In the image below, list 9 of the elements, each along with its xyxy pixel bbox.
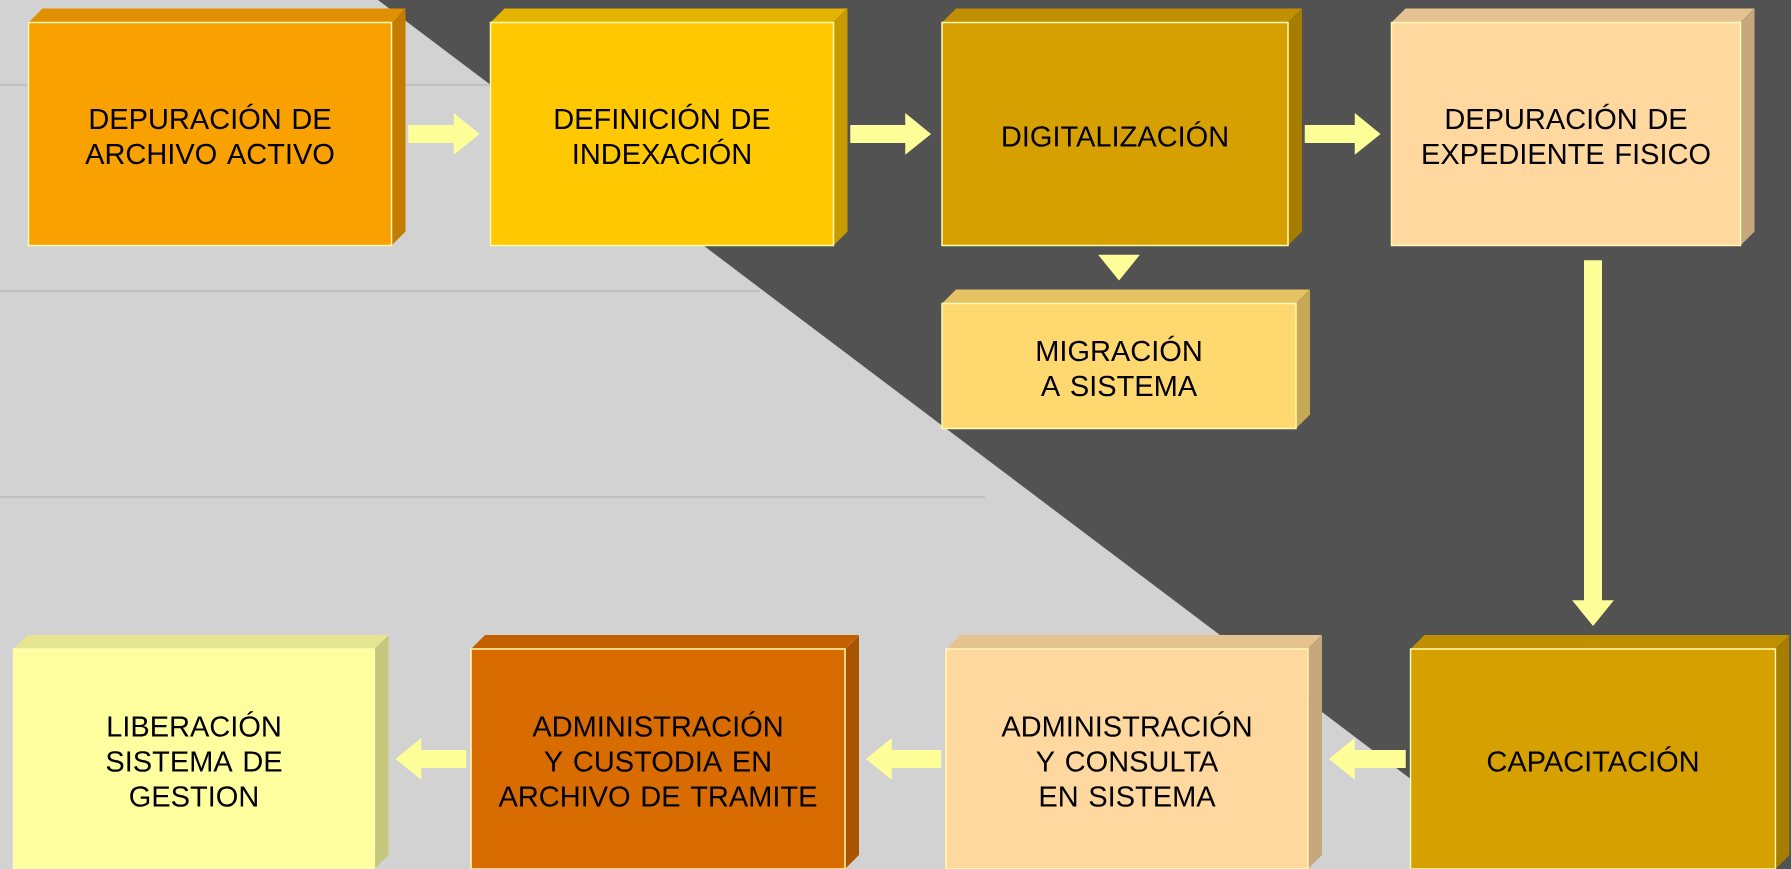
process-box: CAPACITACIÓN	[1409, 635, 1790, 869]
process-box: ADMINISTRACIÓN Y CUSTODIA EN ARCHIVO DE TRAMITE	[470, 635, 859, 869]
process-box: LIBERACIÓN SISTEMA DE GESTION	[12, 635, 389, 869]
process-box: ADMINISTRACIÓN Y CONSULTA EN SISTEMA	[945, 635, 1322, 869]
process-box: MIGRACIÓN A SISTEMA	[941, 289, 1310, 430]
process-box: DIGITALIZACIÓN	[941, 8, 1302, 247]
process-box: DEFINICIÓN DE INDEXACIÓN	[489, 8, 848, 247]
process-box: DEPURACIÓN DE ARCHIVO ACTIVO	[27, 8, 406, 247]
process-box: DEPURACIÓN DE EXPEDIENTE FISICO	[1390, 8, 1755, 247]
